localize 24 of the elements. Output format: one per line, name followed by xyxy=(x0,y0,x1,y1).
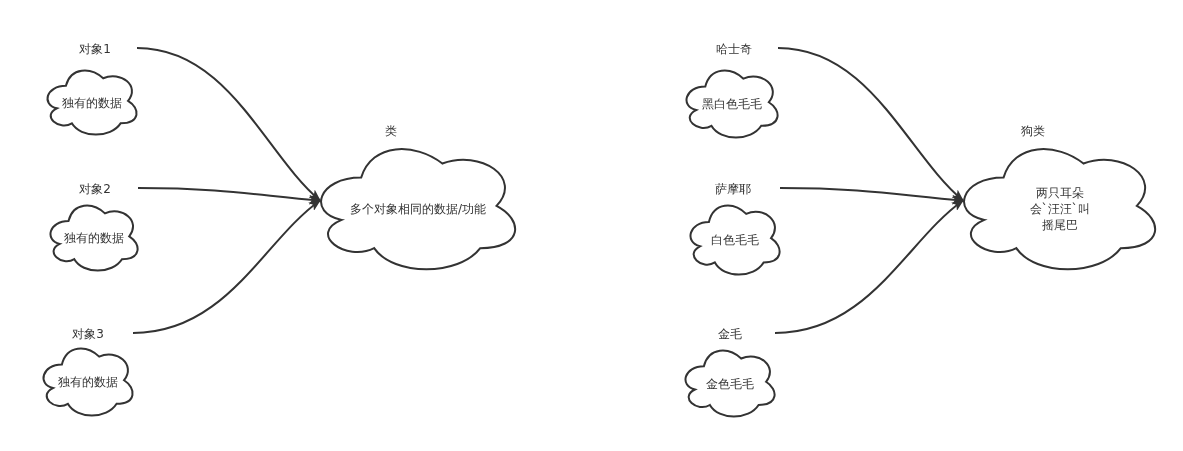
node-text: 摇尾巴 xyxy=(1041,217,1078,233)
node-text: 两只耳朵 xyxy=(1035,185,1084,201)
node-text: 白色毛毛 xyxy=(711,232,759,248)
node-heading: 哈士奇 xyxy=(716,41,752,58)
node-heading: 对象2 xyxy=(79,181,111,198)
arrow xyxy=(137,187,321,205)
node-text: 多个对象相同的数据/功能 xyxy=(349,201,486,217)
arrow xyxy=(779,187,964,205)
node-heading: 类 xyxy=(385,123,397,140)
node-text: 独有的数据 xyxy=(58,374,118,390)
arrow xyxy=(774,199,964,334)
node-text: 独有的数据 xyxy=(64,230,124,246)
node-heading: 对象3 xyxy=(72,326,104,343)
node-heading: 金毛 xyxy=(718,326,742,343)
arrow xyxy=(136,47,321,202)
node-heading: 对象1 xyxy=(79,41,111,58)
node-text: 金色毛毛 xyxy=(706,375,754,392)
node-text: 会`汪汪`叫 xyxy=(1029,201,1090,217)
node-heading: 萨摩耶 xyxy=(715,181,751,198)
arrow xyxy=(777,47,964,202)
arrow xyxy=(132,199,321,334)
node-text: 独有的数据 xyxy=(62,94,122,111)
node-heading: 狗类 xyxy=(1020,123,1045,140)
node-text: 黑白色毛毛 xyxy=(702,96,762,112)
